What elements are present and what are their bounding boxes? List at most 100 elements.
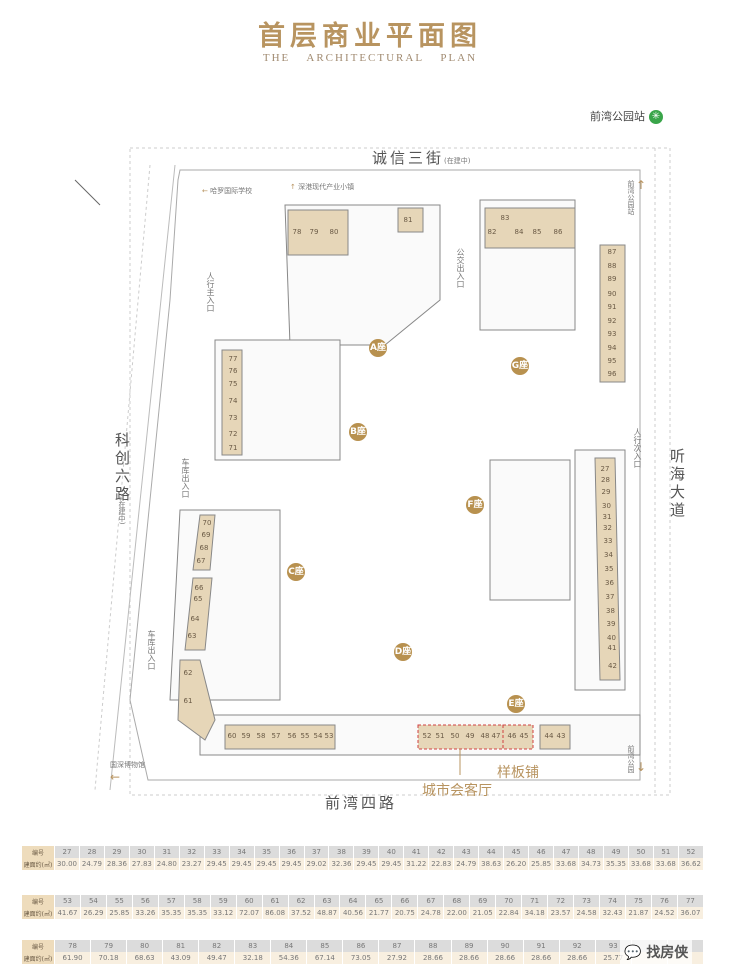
unit-number-cell: 36 [279, 846, 305, 858]
unit-area-cell: 36.07 [677, 907, 705, 919]
unit-area-cell: 29.45 [229, 858, 255, 870]
unit-area-cell: 54.36 [270, 952, 308, 964]
unit-number-cell: 80 [126, 940, 164, 952]
unit-number-cell: 56 [132, 895, 159, 907]
unit-area-cell: 24.52 [651, 907, 678, 919]
unit-label: 64 [190, 615, 200, 623]
unit-area-cell: 73.05 [342, 952, 380, 964]
unit-number-cell: 54 [80, 895, 107, 907]
unit-label: 85 [532, 228, 542, 236]
direction-museum: 国深博物馆← [110, 760, 145, 784]
unit-label: 93 [607, 330, 617, 338]
entrance-garage-1: 车库出入口 [181, 458, 190, 498]
unit-label: 96 [607, 370, 617, 378]
metro-station-label: 前湾公园站✳ [590, 108, 663, 124]
unit-area-cell: 43.09 [162, 952, 200, 964]
unit-number-cell: 64 [339, 895, 367, 907]
unit-label: 69 [201, 531, 211, 539]
unit-number-cell: 77 [677, 895, 705, 907]
page-subtitle: THE ARCHITECTURAL PLAN [262, 52, 478, 64]
unit-number-cell: 29 [104, 846, 130, 858]
building-b [214, 339, 341, 461]
unit-number-cell: 31 [154, 846, 180, 858]
unit-label: 81 [403, 216, 413, 224]
unit-number-cell: 48 [578, 846, 604, 858]
unit-area-cell: 70.18 [90, 952, 128, 964]
direction-industry-town: ↑ 深港现代产业小镇 [290, 183, 355, 191]
unit-number-cell: 45 [503, 846, 530, 858]
unit-label: 36 [605, 579, 614, 587]
unit-number-cell: 70 [495, 895, 523, 907]
unit-number-cell: 53 [54, 895, 81, 907]
city-lounge-callout: 城市会客厅 [422, 783, 492, 799]
unit-number-cell: 90 [487, 940, 524, 952]
unit-label: 29 [601, 488, 611, 496]
entrance-main-pedestrian: 人行主入口 [206, 272, 215, 312]
unit-label: 38 [606, 607, 615, 615]
unit-area-cell: 24.79 [453, 858, 480, 870]
unit-area-cell: 28.66 [414, 952, 452, 964]
unit-label: 82 [487, 228, 497, 236]
entrance-bus: 公交出入口 [456, 248, 465, 288]
unit-number-cell: 41 [403, 846, 430, 858]
unit-label: 49 [465, 732, 475, 740]
unit-number-cell: 28 [79, 846, 105, 858]
north-arrow-icon [74, 179, 101, 206]
watermark-text: 找房侠 [646, 945, 689, 961]
unit-label: 90 [607, 290, 617, 298]
unit-number-cell: 91 [523, 940, 560, 952]
unit-area-cell: 35.35 [603, 858, 629, 870]
unit-area-cell: 20.75 [391, 907, 419, 919]
unit-area-cell: 36.62 [678, 858, 705, 870]
unit-label: 66 [194, 584, 204, 592]
unit-area-cell: 33.68 [653, 858, 679, 870]
unit-number-cell: 76 [651, 895, 678, 907]
unit-number-cell: 86 [342, 940, 380, 952]
unit-area-cell: 28.66 [559, 952, 596, 964]
unit-number-cell: 58 [184, 895, 211, 907]
unit-area-cell: 22.00 [443, 907, 471, 919]
arrow-down-icon: ↓ [636, 760, 647, 774]
building-e-label: E座 [507, 695, 525, 713]
unit-label: 52 [422, 732, 432, 740]
west-road-center [94, 164, 151, 791]
row-label: 建面约(㎡) [22, 952, 55, 964]
watermark: 💬 找房侠 [620, 940, 693, 964]
building-f-label: F座 [466, 496, 484, 514]
unit-label: 65 [193, 595, 203, 603]
unit-label: 56 [287, 732, 297, 740]
unit-label: 28 [601, 476, 610, 484]
unit-label: 73 [228, 414, 238, 422]
unit-area-cell: 29.02 [304, 858, 330, 870]
unit-number-cell: 74 [599, 895, 626, 907]
unit-number-cell: 38 [328, 846, 355, 858]
unit-label: 89 [607, 275, 617, 283]
unit-number-cell: 65 [365, 895, 393, 907]
unit-number-cell: 69 [469, 895, 497, 907]
unit-number-cell: 62 [288, 895, 315, 907]
unit-area-cell: 24.79 [79, 858, 105, 870]
direction-industry-town-label: 深港现代产业小镇 [298, 183, 355, 191]
unit-area-cell: 24.78 [417, 907, 445, 919]
unit-area-cell: 23.57 [547, 907, 575, 919]
unit-label: 41 [607, 644, 617, 652]
site-outline [129, 169, 641, 781]
unit-number-cell: 27 [54, 846, 80, 858]
unit-area-cell: 22.84 [495, 907, 523, 919]
unit-area-cell: 28.66 [523, 952, 560, 964]
unit-number-cell: 68 [443, 895, 471, 907]
unit-number-cell: 39 [353, 846, 380, 858]
unit-number-cell: 51 [653, 846, 679, 858]
unit-number-cell: 40 [378, 846, 405, 858]
unit-label: 72 [228, 430, 238, 438]
unit-label: 68 [199, 544, 209, 552]
unit-label: 48 [480, 732, 490, 740]
unit-number-cell: 87 [378, 940, 416, 952]
unit-label: 43 [556, 732, 566, 740]
unit-number-cell: 46 [528, 846, 555, 858]
